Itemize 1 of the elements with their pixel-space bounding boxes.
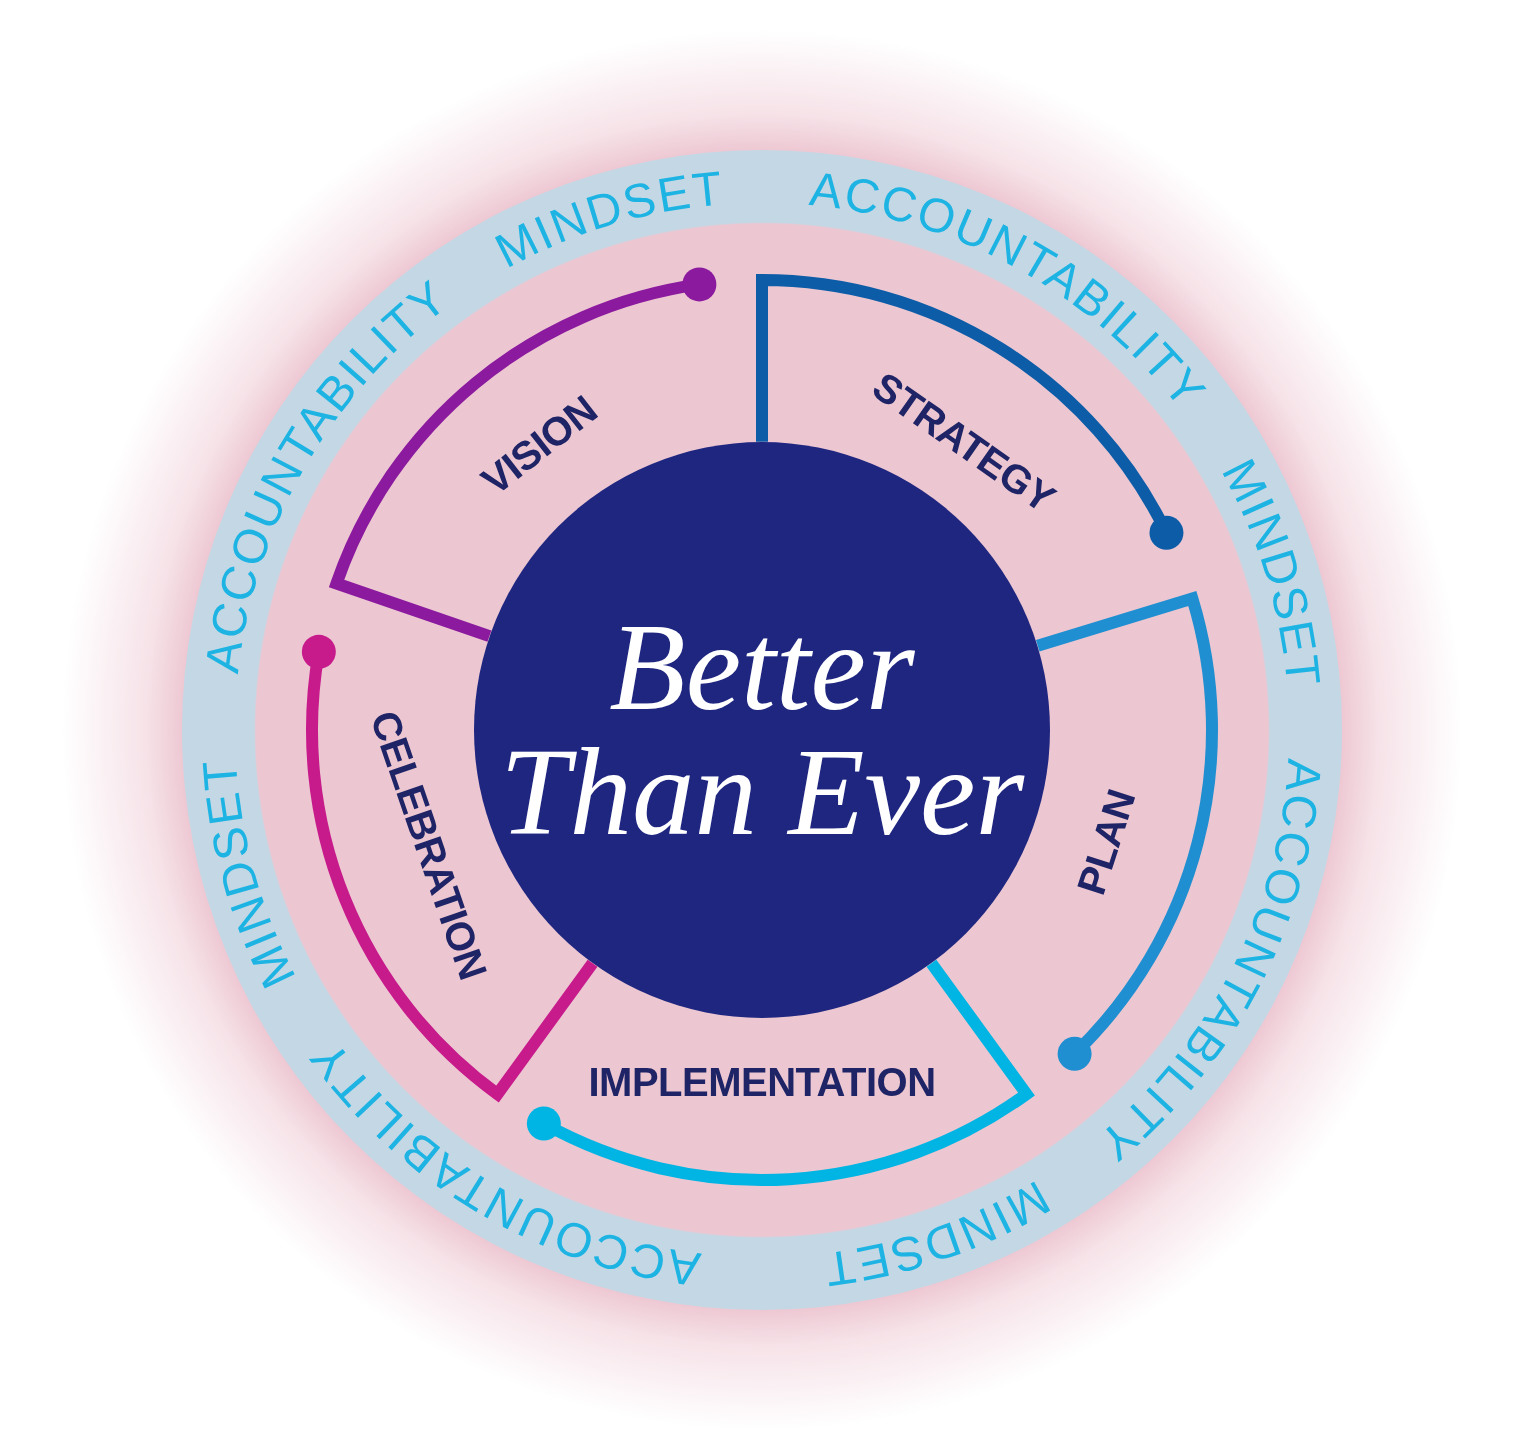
- center-title: Better Than Ever: [498, 605, 1026, 855]
